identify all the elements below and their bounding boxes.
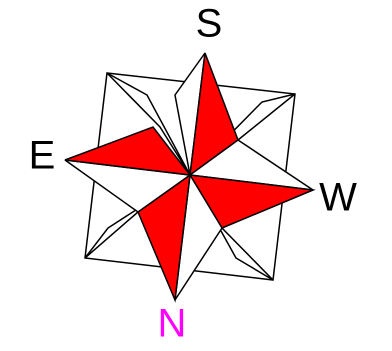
label-east: E [29,134,56,178]
label-south: S [196,2,223,46]
label-north: N [158,302,187,346]
label-west: W [319,176,357,220]
